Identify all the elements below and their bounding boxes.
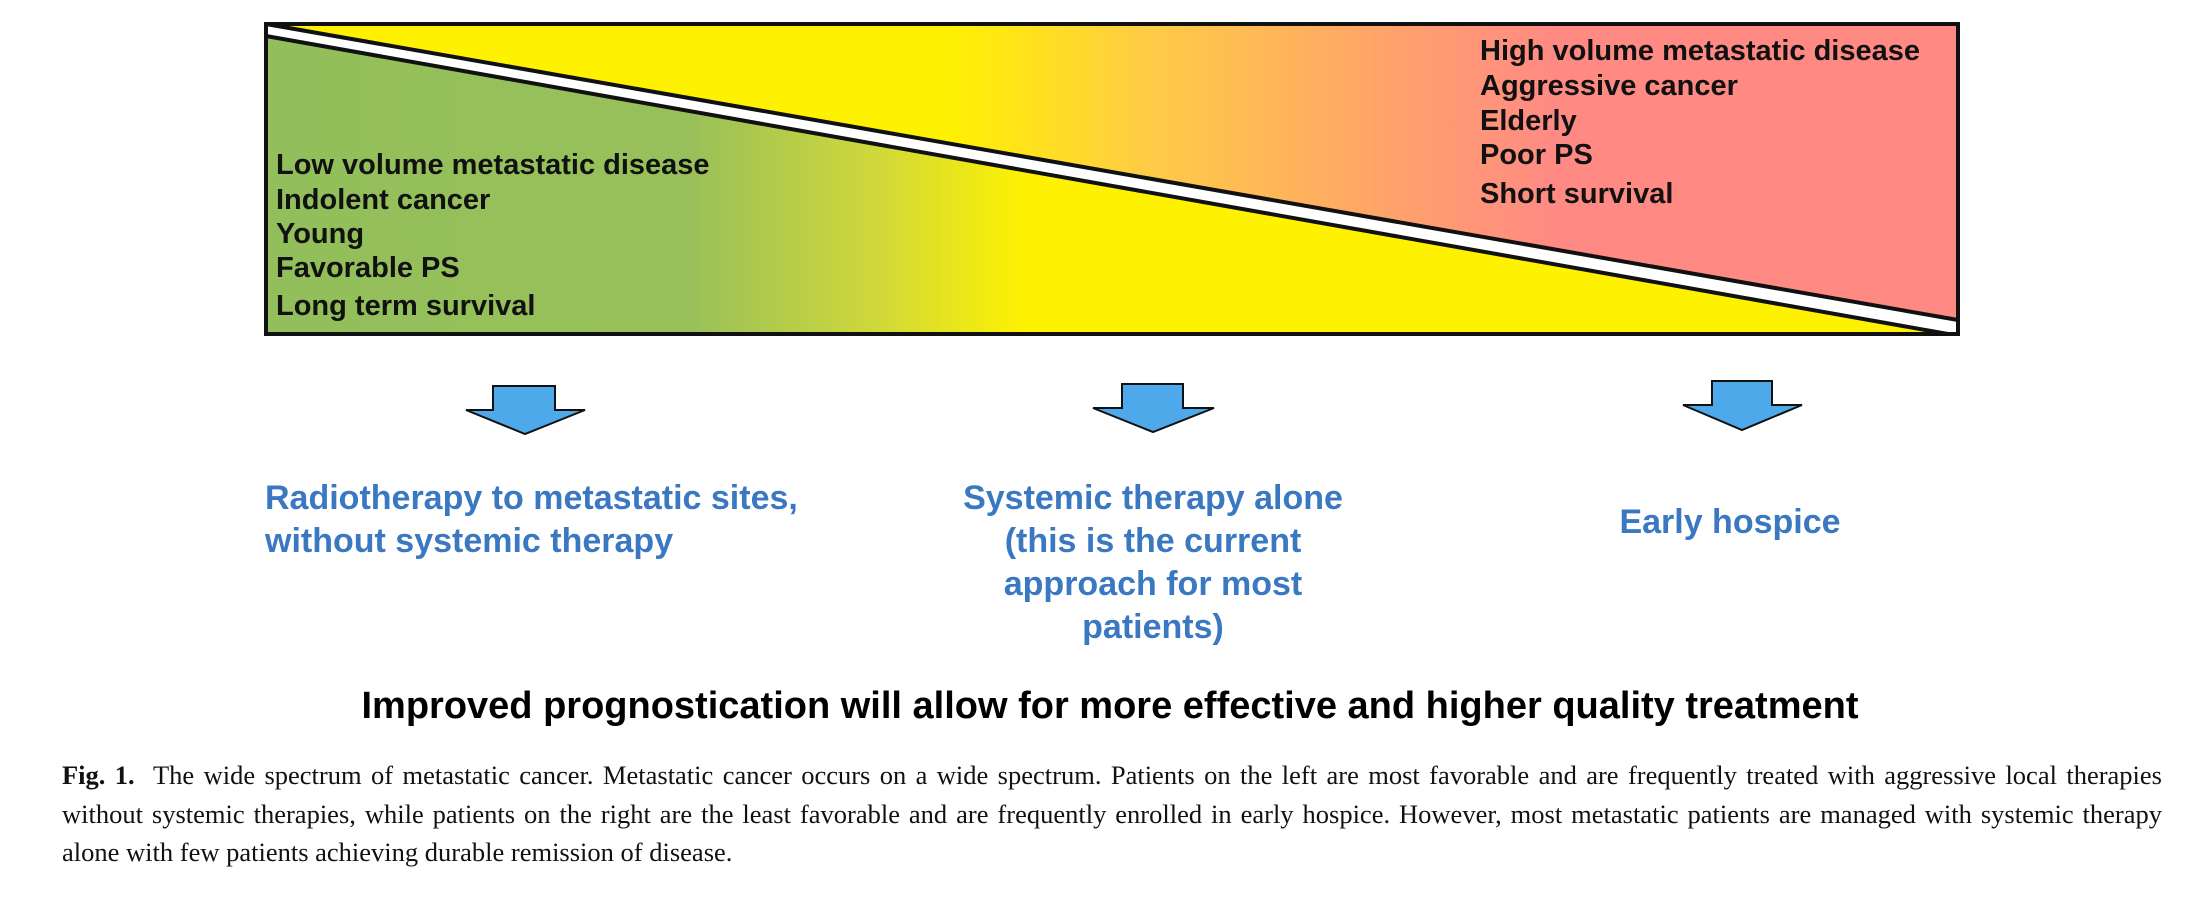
favorable-factor: Long term survival (276, 290, 535, 322)
unfavorable-factor: Short survival (1480, 178, 1673, 210)
favorable-factors-list: Low volume metastatic disease Indolent c… (276, 149, 710, 322)
favorable-factor: Favorable PS (276, 252, 460, 284)
unfavorable-factor: Poor PS (1480, 139, 1593, 171)
caption-label: Fig. 1. (62, 760, 135, 790)
diagonal-divider (266, 24, 1958, 334)
treatment-line: without systemic therapy (264, 522, 673, 560)
unfavorable-factor: Elderly (1480, 105, 1577, 137)
treatment-systemic: Systemic therapy alone (this is the curr… (963, 479, 1343, 646)
treatment-radiotherapy: Radiotherapy to metastatic sites, withou… (264, 479, 798, 560)
treatment-line: (this is the current (1005, 522, 1302, 560)
treatment-line: approach for most (1004, 565, 1302, 603)
favorable-factor: Low volume metastatic disease (276, 149, 710, 181)
unfavorable-factors-list: High volume metastatic disease Aggressiv… (1480, 35, 1920, 210)
treatment-line: Radiotherapy to metastatic sites, (265, 479, 798, 517)
favorable-factor: Indolent cancer (276, 184, 490, 216)
treatment-hospice: Early hospice (1619, 503, 1840, 541)
favorable-factor: Young (276, 218, 364, 250)
headline: Improved prognostication will allow for … (361, 685, 1858, 727)
unfavorable-factor: Aggressive cancer (1480, 70, 1738, 102)
treatment-line: patients) (1082, 608, 1224, 646)
treatment-line: Systemic therapy alone (963, 479, 1343, 517)
unfavorable-factor: High volume metastatic disease (1480, 35, 1920, 67)
down-arrow-icon (1682, 380, 1803, 432)
spectrum-figure: Low volume metastatic disease Indolent c… (264, 22, 1960, 727)
spectrum-frame (264, 22, 1960, 336)
down-arrow-icon (1092, 383, 1215, 434)
figure-caption: Fig. 1. The wide spectrum of metastatic … (62, 756, 2162, 872)
caption-text: The wide spectrum of metastatic cancer. … (62, 760, 2162, 867)
down-arrow-icon (465, 385, 586, 436)
treatment-line: Early hospice (1619, 503, 1840, 541)
